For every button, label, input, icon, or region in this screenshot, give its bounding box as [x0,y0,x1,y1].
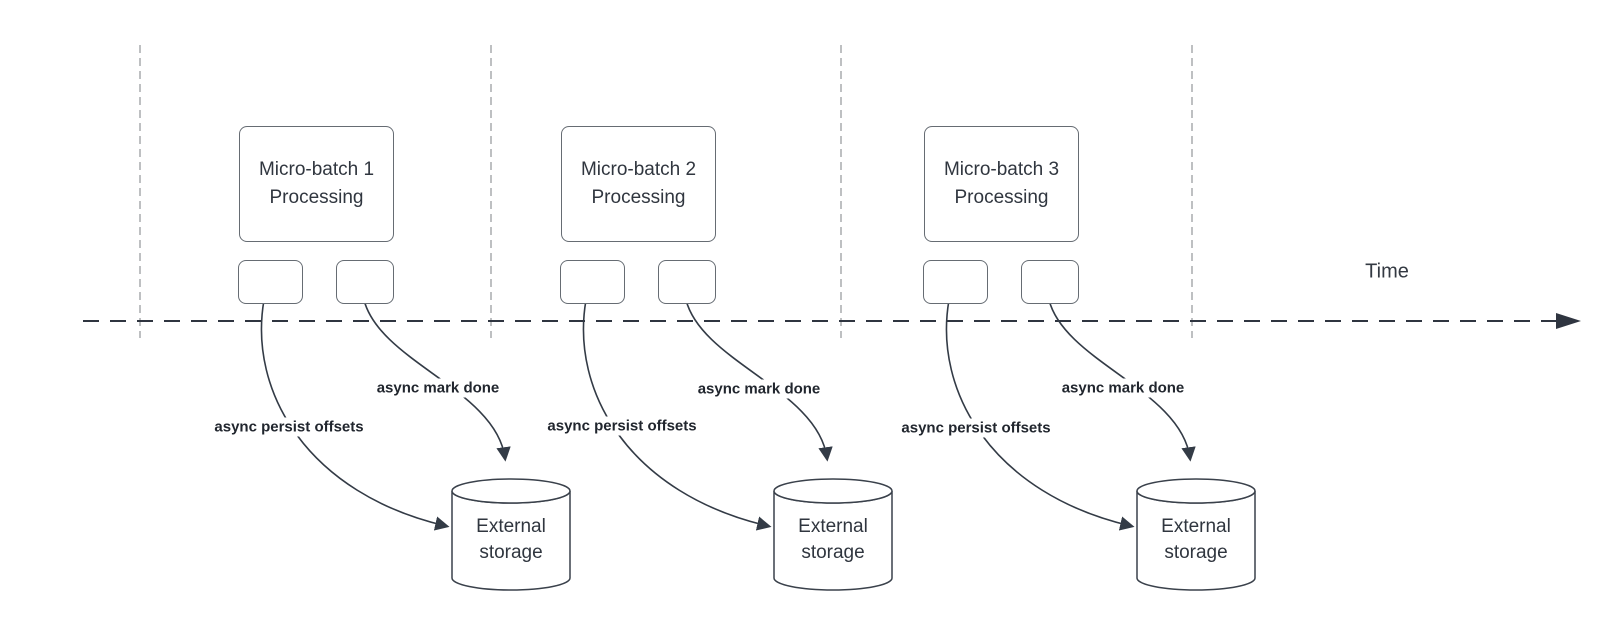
timeline-arrowhead-icon [1556,313,1581,329]
micro-batch-1-label: Micro-batch 1 [258,159,375,180]
persist-offsets-label-1: async persist offsets [211,417,367,437]
micro-batch-1-sublabel: Processing [269,187,364,208]
persist-offsets-arrow-1 [260,299,450,531]
persist-offsets-arrow-2 [582,299,772,531]
async-arrows [260,299,1196,531]
micro-batch-2-box: Micro-batch 2 Processing [561,126,716,242]
persist-offsets-label-3: async persist offsets [898,418,1054,438]
external-storage-line1: External [1161,516,1231,537]
external-storage-line2: storage [1164,542,1228,563]
external-storage-line2: storage [801,542,865,563]
micro-batch-2-sublabel: Processing [591,187,686,208]
mark-done-arrow-1 [363,299,511,462]
micro-batch-3-box: Micro-batch 3 Processing [924,126,1079,242]
external-storage-label-3: External storage [1140,514,1252,566]
time-axis-label: Time [1365,260,1409,283]
persist-task-box-3 [923,260,988,304]
micro-batch-2-label: Micro-batch 2 [580,159,697,180]
timeline-axis [83,313,1581,329]
mark-done-arrow-2 [685,299,833,462]
persist-offsets-arrow-3 [945,299,1135,531]
external-storage-line1: External [798,516,868,537]
mark-done-task-box-1 [336,260,394,304]
storage-cylinder-3 [1136,478,1256,591]
mark-done-arrow-3 [1048,299,1196,462]
mark-done-label-1: async mark done [373,378,503,398]
mark-done-label-2: async mark done [694,379,824,399]
storage-cylinder-2 [773,478,893,591]
mark-done-label-3: async mark done [1058,378,1188,398]
mark-done-task-box-2 [658,260,716,304]
external-storage-label-1: External storage [455,514,567,566]
micro-batch-3-label: Micro-batch 3 [943,159,1060,180]
storage-cylinders [451,478,1256,591]
mark-done-task-box-3 [1021,260,1079,304]
persist-task-box-1 [238,260,303,304]
external-storage-line1: External [476,516,546,537]
storage-cylinder-1 [451,478,571,591]
time-guide-lines [139,45,1193,338]
persist-offsets-label-2: async persist offsets [544,416,700,436]
persist-task-box-2 [560,260,625,304]
micro-batch-3-sublabel: Processing [954,187,1049,208]
external-storage-line2: storage [479,542,543,563]
external-storage-label-2: External storage [777,514,889,566]
micro-batch-1-box: Micro-batch 1 Processing [239,126,394,242]
